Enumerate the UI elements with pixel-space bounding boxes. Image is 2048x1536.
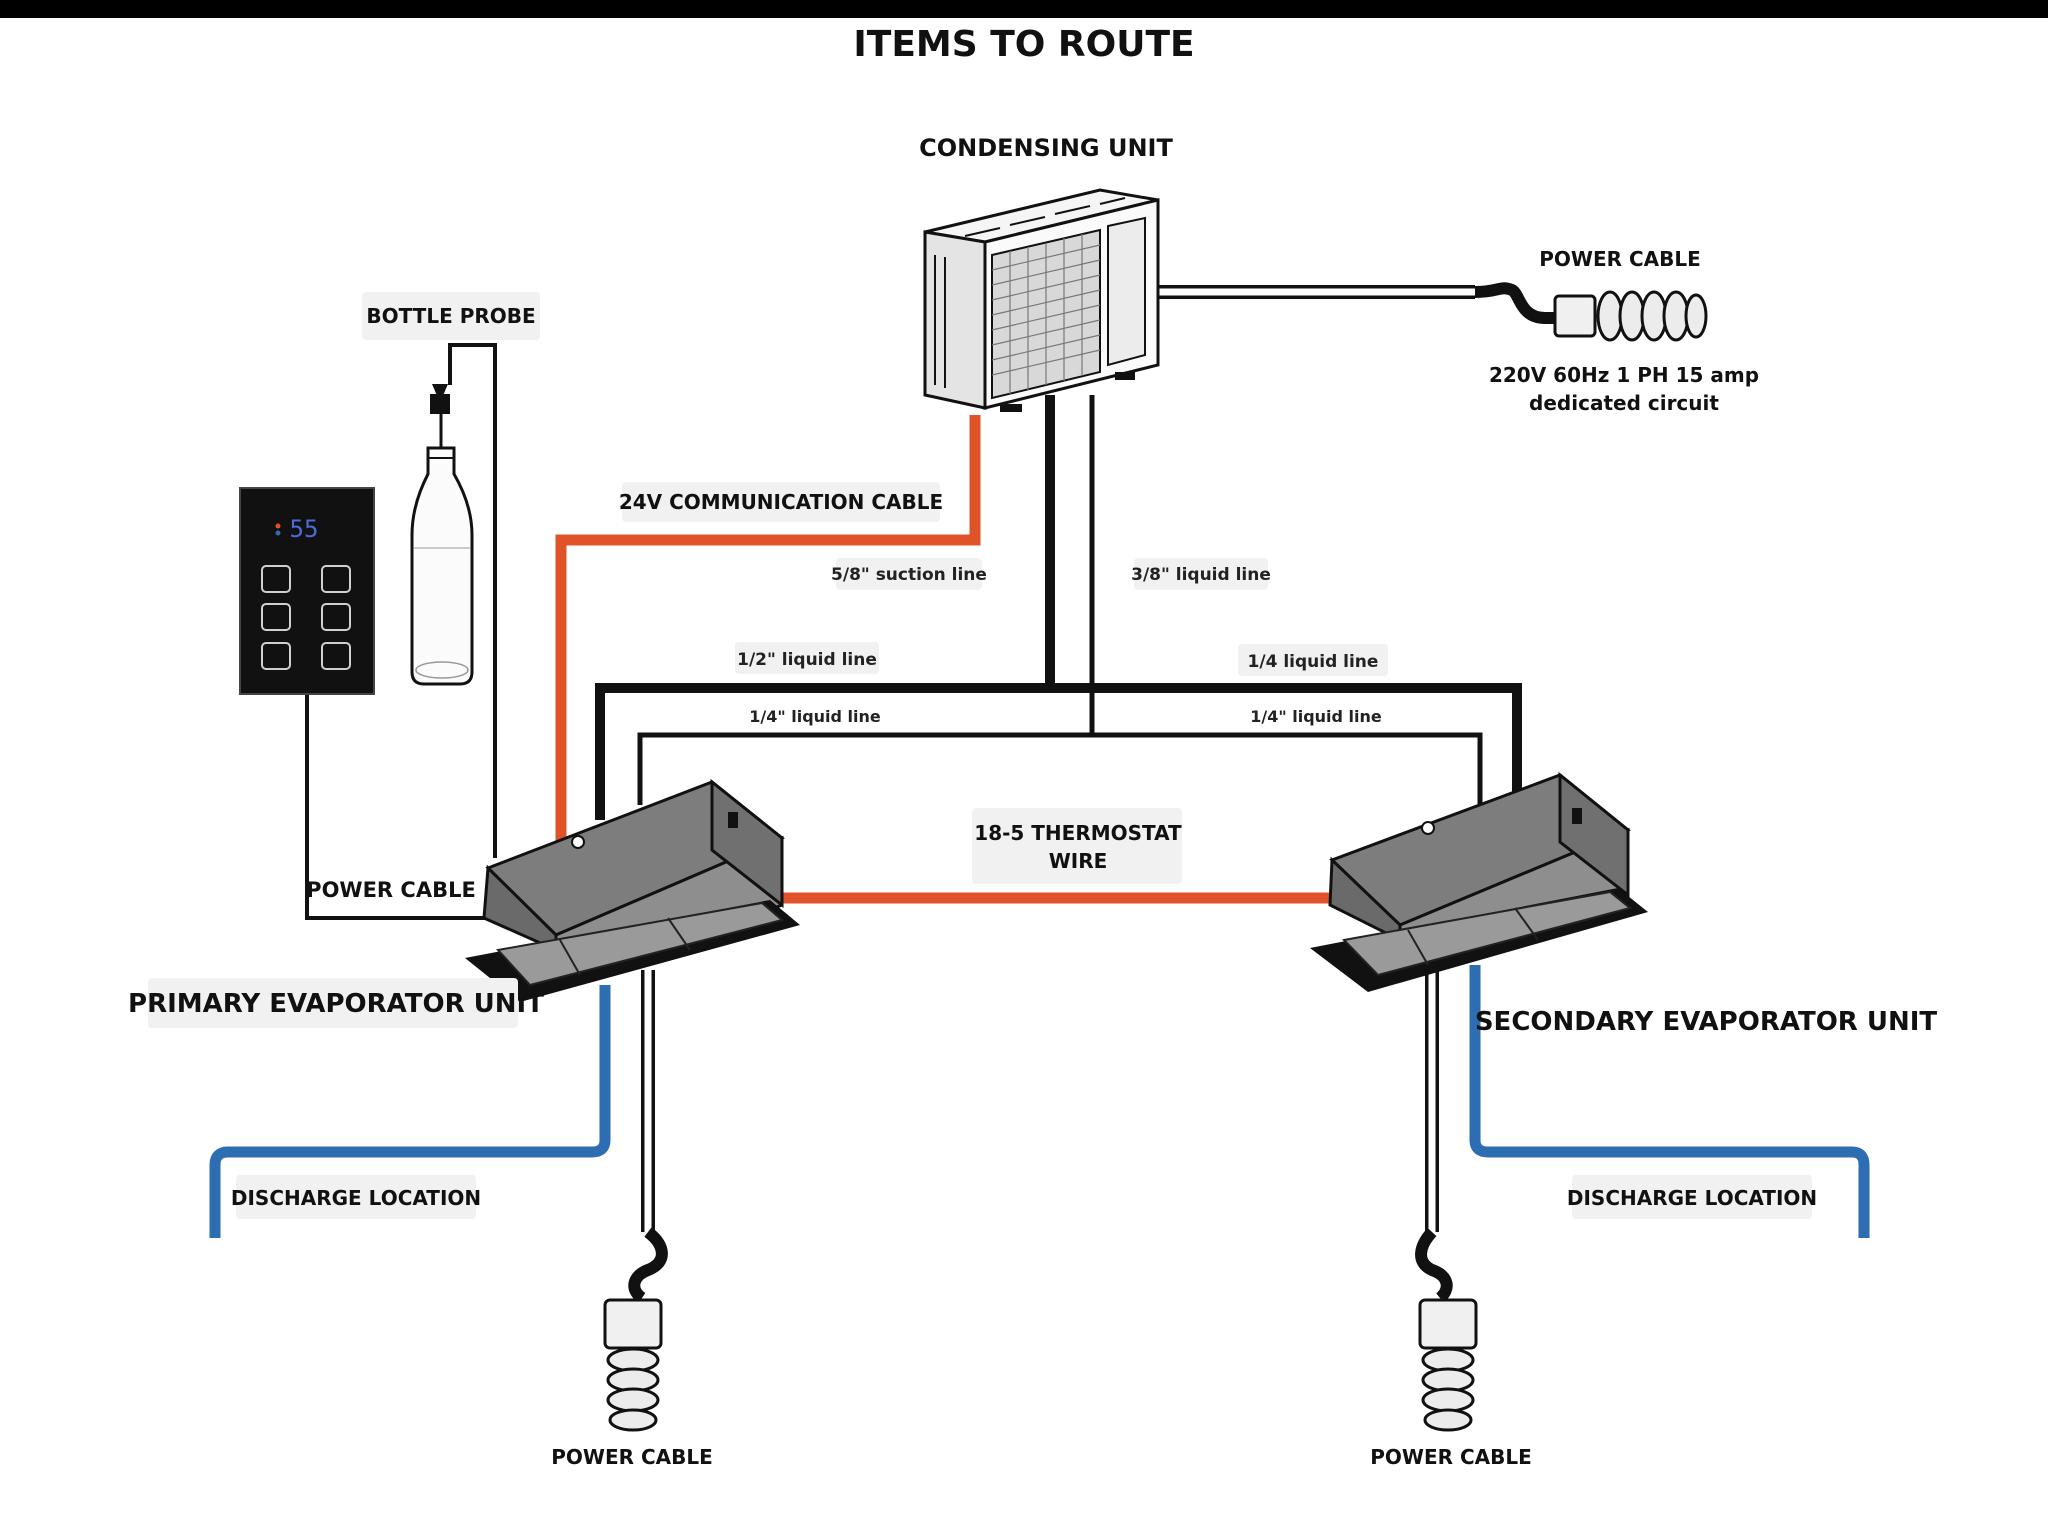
- evaporator-icon-primary: [465, 778, 800, 1002]
- power-cable-right-label: POWER CABLE: [1370, 1445, 1532, 1469]
- thermostat-label-bg: [972, 808, 1182, 884]
- inner-line-loop: [637, 732, 1483, 805]
- suction-label-bg: [836, 558, 982, 590]
- discharge-right-label-bg: [1572, 1175, 1812, 1219]
- line-14-right-label-bg: [1238, 644, 1388, 676]
- bottle-probe-wire: [448, 343, 497, 858]
- power-cable-left-label: POWER CABLE: [551, 1445, 713, 1469]
- controller-power-wire: [305, 695, 490, 920]
- line-14-inner-right-label: 1/4" liquid line: [1250, 707, 1382, 726]
- controller-power-cable-label: POWER CABLE: [306, 878, 476, 902]
- right-power-cord: [1415, 970, 1453, 1303]
- diagram-title: ITEMS TO ROUTE: [853, 24, 1194, 65]
- top-band: [0, 0, 2048, 18]
- outer-line-loop: [595, 683, 1522, 820]
- thermostat-controller-icon: 55: [239, 487, 375, 695]
- left-power-cord: [628, 970, 668, 1303]
- bottle-icon: [410, 384, 474, 686]
- primary-unit-label: PRIMARY EVAPORATOR UNIT: [128, 989, 544, 1019]
- power-plug-icon-right: [1418, 1298, 1478, 1432]
- bottle-probe-label-bg: [362, 292, 540, 340]
- discharge-left-label-bg: [236, 1175, 476, 1219]
- condenser-power-cord: [1474, 282, 1560, 324]
- bottle-probe-label: BOTTLE PROBE: [366, 304, 535, 328]
- condenser-icon: [923, 188, 1160, 412]
- power-cable-top-label: POWER CABLE: [1539, 247, 1701, 271]
- drain-line-left: [209, 985, 611, 1238]
- controller-display: 55: [290, 515, 319, 543]
- line-12-label: 1/2" liquid line: [737, 650, 877, 670]
- suction-line-label: 5/8" suction line: [831, 565, 987, 585]
- thermostat-wire-label-2: WIRE: [1049, 849, 1108, 873]
- line-14-right-label: 1/4 liquid line: [1248, 652, 1379, 672]
- evaporator-icon-secondary: [1310, 771, 1648, 992]
- condensing-unit-label: CONDENSING UNIT: [919, 134, 1173, 162]
- line-14-inner-left-label: 1/4" liquid line: [749, 707, 881, 726]
- liquid-38-label-bg: [1134, 558, 1268, 590]
- circuit-spec-line2: dedicated circuit: [1529, 391, 1719, 415]
- primary-unit-label-bg: [148, 978, 518, 1028]
- circuit-spec-line1: 220V 60Hz 1 PH 15 amp: [1489, 363, 1759, 387]
- power-plug-icon-left: [603, 1298, 663, 1432]
- power-plug-icon-top: [1553, 290, 1708, 342]
- comm-cable-label: 24V COMMUNICATION CABLE: [619, 490, 943, 514]
- secondary-unit-label: SECONDARY EVAPORATOR UNIT: [1475, 1007, 1938, 1037]
- discharge-right-label: DISCHARGE LOCATION: [1567, 1186, 1817, 1210]
- communication-cable: [555, 415, 981, 845]
- discharge-left-label: DISCHARGE LOCATION: [231, 1186, 481, 1210]
- drain-line-right: [1469, 965, 1870, 1238]
- comm-cable-label-bg: [622, 482, 940, 522]
- line-12-label-bg: [735, 642, 879, 674]
- thermostat-wire-label-1: 18-5 THERMOSTAT: [974, 821, 1182, 845]
- liquid-38-label: 3/8" liquid line: [1131, 565, 1271, 585]
